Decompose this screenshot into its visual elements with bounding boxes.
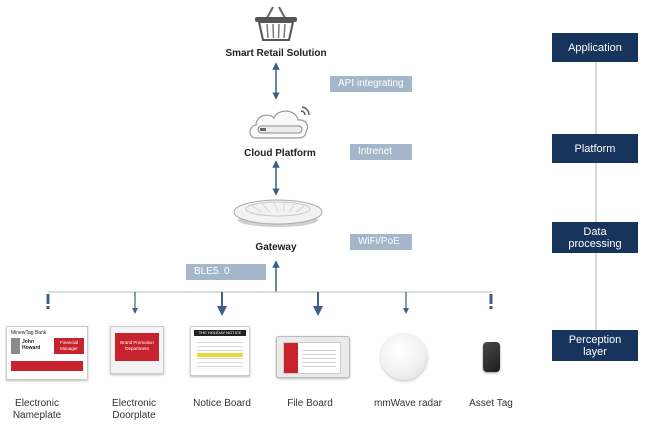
device-label-nameplate: Electronic Nameplate — [12, 398, 62, 421]
file-board-screen — [283, 342, 341, 374]
nameplate-device: MinewTag Bank John Howard Financial Mana… — [6, 326, 88, 380]
nameplate-stripe — [11, 361, 83, 371]
layer-application: Application — [552, 33, 638, 62]
radar-device — [381, 334, 427, 380]
file-board-sidebar — [284, 343, 298, 373]
device-label-asset-tag: Asset Tag — [469, 398, 513, 409]
layer-platform-label: Platform — [574, 142, 616, 155]
nameplate-photo — [11, 338, 20, 354]
exclaim-nameplate-icon — [46, 294, 50, 309]
node-cloud-platform-label: Cloud Platform — [244, 148, 316, 159]
notice-header: THE HOLIDAY NOTICE — [194, 330, 246, 336]
doorplate-device: Brand Promotion Department — [110, 326, 164, 374]
device-label-file-board: File Board — [287, 398, 333, 409]
layer-application-label: Application — [568, 41, 622, 54]
layer-platform: Platform — [552, 134, 638, 163]
nameplate-name: John Howard — [22, 339, 41, 351]
notice-board-device: THE HOLIDAY NOTICE — [190, 326, 250, 376]
gateway-icon — [233, 199, 323, 227]
doorplate-screen: Brand Promotion Department — [115, 333, 159, 361]
file-board-device — [276, 336, 350, 378]
node-smart-retail-label: Smart Retail Solution — [225, 48, 327, 59]
device-label-notice-board: Notice Board — [193, 398, 251, 409]
file-board-lines — [302, 347, 336, 369]
notice-highlight — [197, 353, 243, 357]
tag-ble: BLE5. 0 — [186, 264, 266, 280]
node-gateway-label: Gateway — [255, 242, 297, 253]
tag-api-integrating: API integrating — [330, 76, 412, 92]
cloud-icon — [249, 106, 310, 139]
device-label-doorplate: Electronic Doorplate — [112, 398, 156, 421]
layer-perception: Perception layer — [552, 330, 638, 361]
device-label-radar: mmWave radar — [374, 398, 442, 409]
asset-tag-device — [483, 342, 500, 372]
nameplate-title: Financial Manager — [54, 338, 84, 354]
layer-data-processing-label: Data processing — [568, 225, 622, 250]
layer-data-processing: Data processing — [552, 222, 638, 253]
nameplate-brand: MinewTag Bank — [11, 330, 47, 336]
layer-perception-label: Perception layer — [568, 333, 622, 358]
tag-wifi-poe: WiFi/PoE — [350, 234, 412, 250]
tag-internet: Intrenet — [350, 144, 412, 160]
basket-icon — [255, 6, 297, 41]
exclaim-asset-icon — [489, 294, 493, 309]
